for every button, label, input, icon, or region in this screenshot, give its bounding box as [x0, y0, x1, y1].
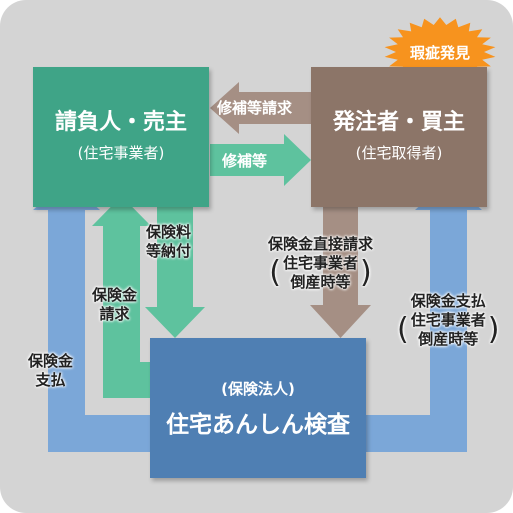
payout-orderer-line3: 倒産時等 — [418, 330, 479, 348]
orderer-title: 発注者・買主 — [332, 109, 465, 135]
claim-label-line2: 請求 — [99, 305, 130, 323]
insurer-box: (保険法人) 住宅あんしん検査 — [150, 338, 366, 478]
repair-request-arrow — [237, 92, 311, 124]
payout-orderer-condition-lines: 住宅事業者 倒産時等 — [411, 311, 486, 349]
direct-claim-label: 保険金直接請求 ( 住宅事業者 倒産時等 ) — [268, 235, 373, 292]
direct-claim-arrow — [323, 207, 358, 307]
defect-found-badge: 瑕疵発見 — [409, 44, 470, 62]
repair-arrowhead — [284, 134, 311, 186]
repair-request-arrowhead — [210, 82, 239, 134]
contractor-title: 請負人・売主 — [54, 109, 187, 135]
payout-orderer-bracket-right: ) — [487, 312, 500, 347]
direct-claim-line1: 保険金直接請求 — [268, 235, 374, 253]
orderer-subtitle: (住宅取得者) — [355, 143, 443, 162]
premium-arrow — [157, 205, 193, 309]
direct-claim-line3: 倒産時等 — [290, 273, 351, 291]
contractor-subtitle: (住宅事業者) — [77, 143, 165, 162]
direct-claim-arrowhead — [310, 305, 371, 338]
premium-arrowhead — [145, 307, 205, 338]
insurer-subtitle: (保険法人) — [221, 379, 295, 398]
direct-claim-bracket-right: ) — [360, 255, 372, 290]
repair-request-label: 修補等請求 — [217, 99, 293, 117]
claim-arrowhead — [92, 196, 151, 226]
payout-orderer-label: 保険金支払 ( 住宅事業者 倒産時等 ) — [397, 292, 499, 349]
repair-arrow — [210, 144, 286, 176]
payout-orderer-line1: 保険金支払 — [410, 292, 486, 310]
direct-claim-bracket-left: ( — [269, 255, 281, 290]
direct-claim-condition: ( 住宅事業者 倒産時等 ) — [268, 254, 373, 292]
premium-label-line1: 保険料 — [146, 223, 192, 241]
premium-label: 保険料 等納付 — [146, 223, 191, 261]
direct-claim-line2: 住宅事業者 — [283, 254, 359, 272]
payout-orderer-bracket-left: ( — [397, 312, 409, 347]
repair-label: 修補等 — [222, 152, 268, 170]
claim-label: 保険金 請求 — [92, 286, 137, 324]
payout-orderer-condition: ( 住宅事業者 倒産時等 ) — [397, 311, 499, 349]
payout-contractor-label: 保険金 支払 — [28, 352, 73, 390]
payout-contractor-line2: 支払 — [35, 371, 66, 389]
claim-arrow — [103, 225, 150, 398]
direct-claim-condition-lines: 住宅事業者 倒産時等 — [283, 254, 358, 292]
payout-contractor-line1: 保険金 — [28, 352, 74, 370]
payout-to-orderer-arrow — [366, 208, 467, 452]
payout-orderer-line2: 住宅事業者 — [410, 311, 486, 329]
claim-label-line1: 保険金 — [92, 286, 138, 304]
insurer-title: 住宅あんしん検査 — [166, 411, 350, 438]
payout-to-contractor-arrow — [48, 208, 150, 452]
orderer-box: 発注者・買主 (住宅取得者) — [311, 67, 487, 207]
contractor-box: 請負人・売主 (住宅事業者) — [33, 67, 209, 207]
premium-label-line2: 等納付 — [146, 242, 192, 260]
